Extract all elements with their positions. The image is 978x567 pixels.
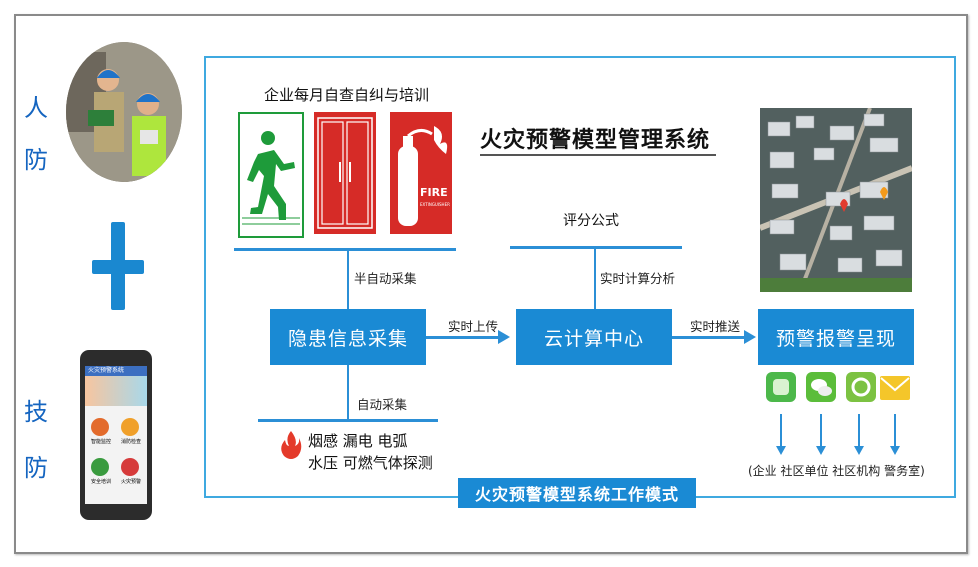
channel-arrow-4: [890, 446, 900, 455]
app-leaf-icon: [846, 372, 876, 402]
channel-line-3: [858, 414, 860, 448]
wechat-icon: [806, 372, 836, 402]
realtime-calc-label: 实时计算分析: [600, 271, 676, 286]
app-green-icon: [766, 372, 796, 402]
diagram-title: 火灾预警模型管理系统: [480, 128, 711, 153]
left-top-connector: [347, 251, 349, 309]
plus-horizontal: [92, 260, 144, 274]
push-arrow-line: [672, 336, 746, 339]
phone-tile-label-1: 智能监控: [90, 439, 111, 445]
channel-line-4: [894, 414, 896, 448]
left-top-bar: [234, 248, 456, 251]
left-char-ren: 人: [24, 94, 48, 122]
left-char-ji: 技: [24, 398, 48, 426]
left-char-fang-1: 防: [24, 146, 48, 174]
city-map-image: [760, 108, 912, 292]
box-collect: 隐患信息采集: [270, 309, 426, 365]
exit-sign-icon: [238, 112, 304, 238]
formula-label: 评分公式: [563, 213, 619, 229]
upload-arrow-line: [426, 336, 500, 339]
upload-label: 实时上传: [448, 319, 499, 334]
center-connector: [594, 249, 596, 309]
phone-tile-label-3: 安全培训: [90, 479, 111, 485]
fire-cabinet-icon: [314, 112, 376, 234]
semi-auto-label: 半自动采集: [354, 271, 417, 286]
fire-sign-text: FIRE: [420, 186, 448, 199]
left-bottom-connector: [347, 365, 349, 419]
center-top-bar: [510, 246, 682, 249]
box-alert: 预警报警呈现: [758, 309, 914, 365]
channel-line-2: [820, 414, 822, 448]
channel-arrow-3: [854, 446, 864, 455]
left-char-fang-2: 防: [24, 454, 48, 482]
channel-arrow-2: [816, 446, 826, 455]
phone-tile-icon-2[interactable]: [121, 418, 139, 436]
phone-screen: 火灾预警系统 智能监控 消防检查 安全培训 火灾预警: [85, 366, 147, 504]
channel-arrow-1: [776, 446, 786, 455]
title-underline: [480, 154, 716, 156]
sensors-line-2: 水压 可燃气体探测: [308, 454, 433, 472]
push-label: 实时推送: [690, 319, 741, 334]
phone-tile-icon-1[interactable]: [91, 418, 109, 436]
push-arrowhead: [744, 330, 756, 344]
phone-header: 火灾预警系统: [85, 366, 147, 376]
fire-sign-subtext: EXTINGUISHER: [420, 202, 450, 207]
phone-tile-label-4: 火灾预警: [120, 479, 141, 485]
phone-tile-icon-4[interactable]: [121, 458, 139, 476]
channel-line-1: [780, 414, 782, 448]
sensors-line-1: 烟感 漏电 电弧: [308, 432, 408, 450]
channels-label: (企业 社区单位 社区机构 警务室): [748, 464, 925, 478]
self-check-label: 企业每月自查自纠与培训: [264, 86, 430, 104]
phone-tile-label-2: 消防检查: [120, 439, 141, 445]
upload-arrowhead: [498, 330, 510, 344]
footer-caption: 火灾预警模型系统工作模式: [458, 478, 696, 508]
workers-photo: [66, 42, 182, 182]
auto-label: 自动采集: [357, 397, 408, 412]
phone-tile-icon-3[interactable]: [91, 458, 109, 476]
left-bottom-bar: [258, 419, 438, 422]
mail-icon: [880, 376, 910, 400]
fire-extinguisher-icon: FIRE EXTINGUISHER: [390, 112, 452, 234]
phone-mockup: 火灾预警系统 智能监控 消防检查 安全培训 火灾预警: [80, 350, 152, 520]
flame-icon: [280, 430, 302, 464]
box-cloud: 云计算中心: [516, 309, 672, 365]
